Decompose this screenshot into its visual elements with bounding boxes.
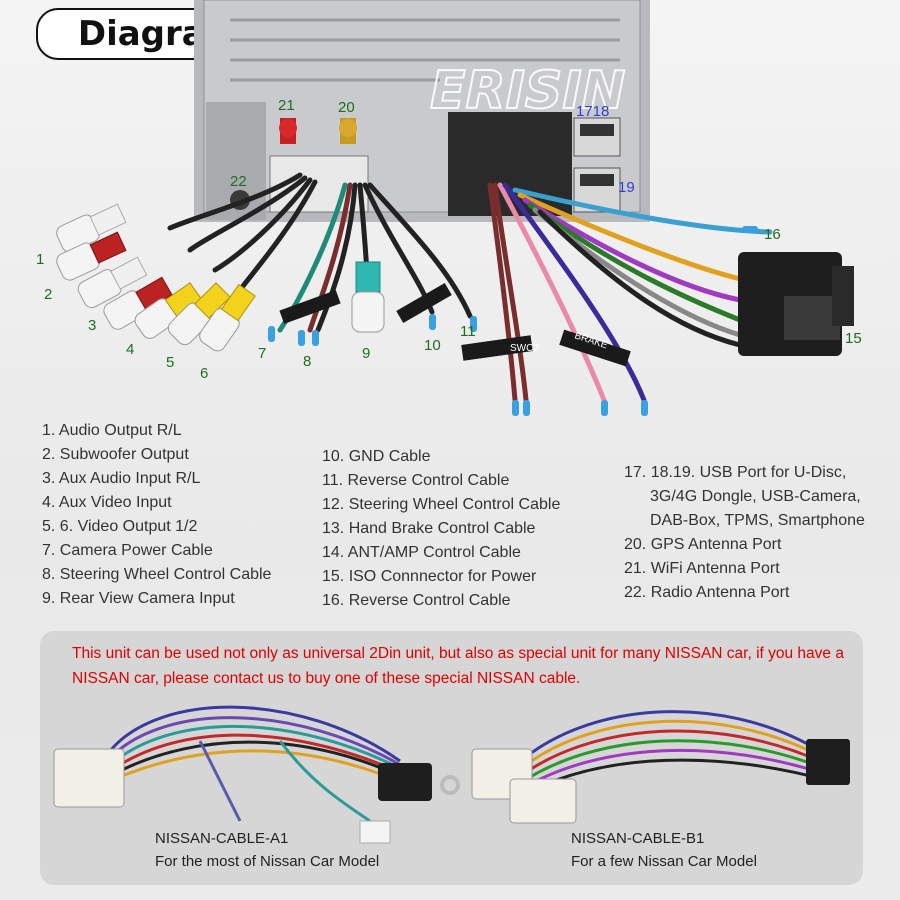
cable-a1-name: NISSAN-CABLE-A1 xyxy=(155,830,289,847)
callout-4: 4 xyxy=(126,341,134,358)
antenna-ports xyxy=(279,118,357,144)
legend-item: 15. ISO Connnector for Power xyxy=(322,568,537,585)
legend-item: 3. Aux Audio Input R/L xyxy=(42,470,201,487)
callout-20: 20 xyxy=(338,99,355,116)
nissan-cable-a1 xyxy=(53,705,460,844)
legend-item: 21. WiFi Antenna Port xyxy=(624,560,780,577)
callout-9: 9 xyxy=(362,345,370,362)
callout-17-18: 1718 xyxy=(576,103,609,120)
callout-8: 8 xyxy=(303,353,311,370)
legend-column-3: 17. 18.19. USB Port for U-Disc, 3G/4G Do… xyxy=(624,461,865,605)
callout-14: 14 xyxy=(642,418,659,420)
callout-16: 16 xyxy=(764,226,781,243)
callout-5: 5 xyxy=(166,354,174,371)
camera-rca-plug xyxy=(351,261,385,333)
callout-15: 15 xyxy=(845,330,862,347)
wire-sleeve-tags: SWC2 BRAKE xyxy=(279,282,631,367)
callout-7: 7 xyxy=(258,345,266,362)
legend-item: 16. Reverse Control Cable xyxy=(322,592,511,609)
callout-numbers: 1 2 3 4 5 6 7 8 9 10 11 12 13 14 15 16 1… xyxy=(36,97,862,420)
wiring-diagram: ERISIN xyxy=(36,0,862,420)
head-unit-chassis xyxy=(194,0,650,222)
callout-3: 3 xyxy=(88,317,96,334)
legend-column-1: 1. Audio Output R/L 2. Subwoofer Output … xyxy=(42,419,271,611)
legend-item: 7. Camera Power Cable xyxy=(42,542,213,559)
callout-21: 21 xyxy=(278,97,295,114)
callout-11: 11 xyxy=(460,323,476,340)
swc2-tag: SWC2 xyxy=(510,343,539,354)
legend-item: 14. ANT/AMP Control Cable xyxy=(322,544,521,561)
nissan-notice: This unit can be used not only as univer… xyxy=(72,645,844,687)
nissan-cables-illustration xyxy=(53,705,850,844)
legend-item: 2. Subwoofer Output xyxy=(42,446,189,463)
nissan-cable-b1 xyxy=(471,710,850,824)
wire-bundle xyxy=(167,172,773,403)
callout-2: 2 xyxy=(44,286,52,303)
legend-item: 12. Steering Wheel Control Cable xyxy=(322,496,561,513)
legend-item: 10. GND Cable xyxy=(322,448,431,465)
legend-item: 17. 18.19. USB Port for U-Disc, xyxy=(624,464,847,481)
legend-item: 22. Radio Antenna Port xyxy=(624,584,790,601)
callout-22: 22 xyxy=(230,173,247,190)
legend-item: 20. GPS Antenna Port xyxy=(624,536,782,553)
cable-a1-caption: NISSAN-CABLE-A1 For the most of Nissan C… xyxy=(155,827,379,873)
legend-item: 3G/4G Dongle, USB-Camera, xyxy=(650,488,861,505)
legend-item: 8. Steering Wheel Control Cable xyxy=(42,566,272,583)
legend-item: 1. Audio Output R/L xyxy=(42,422,182,439)
callout-19: 19 xyxy=(618,179,635,196)
legend-item: 11. Reverse Control Cable xyxy=(322,472,510,489)
rca-plugs xyxy=(56,203,256,352)
callout-1: 1 xyxy=(36,251,44,268)
legend-item: 13. Hand Brake Control Cable xyxy=(322,520,536,537)
callout-6: 6 xyxy=(200,365,208,382)
legend-item: 9. Rear View Camera Input xyxy=(42,590,235,607)
wire-terminals xyxy=(268,226,758,416)
legend-item: 5. 6. Video Output 1/2 xyxy=(42,518,198,535)
legend-column-2: 10. GND Cable 11. Reverse Control Cable … xyxy=(322,445,560,613)
cable-b1-caption: NISSAN-CABLE-B1 For a few Nissan Car Mod… xyxy=(571,827,757,873)
cable-b1-name: NISSAN-CABLE-B1 xyxy=(571,830,705,847)
legend-item: DAB-Box, TPMS, Smartphone xyxy=(650,512,865,529)
brand-watermark: ERISIN xyxy=(430,61,625,121)
cable-b1-desc: For a few Nissan Car Model xyxy=(571,853,757,870)
legend-item: 4. Aux Video Input xyxy=(42,494,172,511)
callout-10: 10 xyxy=(424,337,441,354)
nissan-cable-panel: This unit can be used not only as univer… xyxy=(40,631,863,885)
iso-connector xyxy=(738,252,854,356)
cable-a1-desc: For the most of Nissan Car Model xyxy=(155,853,380,870)
